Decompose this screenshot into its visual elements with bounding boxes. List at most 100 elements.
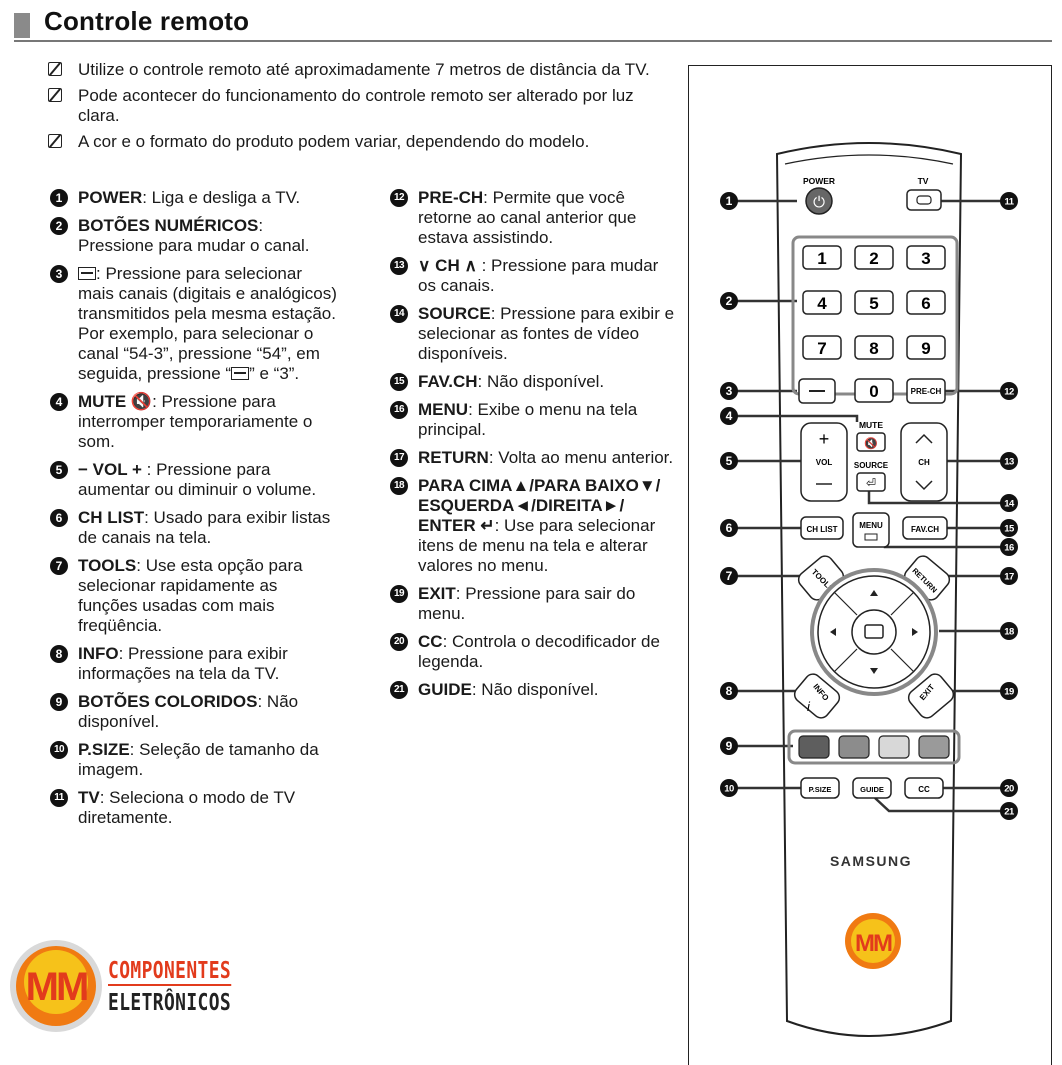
item-text: : Permite que você retorne ao canal ante…: [418, 188, 637, 247]
item-key: SOURCE: [418, 304, 491, 323]
page-title: Controle remoto: [44, 6, 250, 36]
cc-label: CC: [918, 785, 930, 794]
callout-number: 9: [50, 693, 68, 711]
tv-button[interactable]: [906, 189, 942, 211]
prech-button[interactable]: [906, 378, 946, 404]
note-item: Pode acontecer do funcionamento do contr…: [48, 86, 678, 126]
item-key: FAV.CH: [418, 372, 478, 391]
digit-button-0[interactable]: [854, 378, 894, 403]
callout-number: 13: [390, 257, 408, 275]
callout-number: 8: [50, 645, 68, 663]
arrow-right-icon: [912, 628, 918, 636]
item-text-tail: ” e “3”.: [249, 364, 300, 383]
item-text: : Seleção de tamanho da imagem.: [78, 740, 319, 779]
power-icon: ⏻: [813, 194, 825, 211]
guide-label: GUIDE: [860, 785, 884, 794]
brand-logo: SAMSUNG: [830, 853, 912, 869]
menu-icon: [864, 533, 878, 541]
digit-button-4[interactable]: [802, 290, 842, 315]
power-button[interactable]: [805, 187, 833, 215]
digit-label: 5: [869, 294, 878, 313]
item-key: PRE-CH: [418, 188, 484, 207]
list-item: 3 : Pressione para selecionar mais canais…: [48, 264, 338, 384]
menu-button[interactable]: [852, 512, 890, 548]
item-key: CC: [418, 632, 443, 651]
callout-number: 1: [50, 189, 68, 207]
callout-number: 2: [726, 294, 733, 308]
digit-button-8[interactable]: [854, 335, 894, 360]
color-button-3[interactable]: [878, 735, 910, 759]
channel-rocker[interactable]: [900, 422, 948, 502]
digit-button-6[interactable]: [906, 290, 946, 315]
digit-button-9[interactable]: [906, 335, 946, 360]
digit-button-3[interactable]: [906, 245, 946, 270]
mute-label: MUTE: [859, 420, 883, 430]
guide-button[interactable]: [852, 777, 892, 799]
item-key: − VOL +: [78, 460, 142, 479]
enter-icon: [864, 624, 884, 639]
psize-label: P.SIZE: [809, 785, 832, 794]
mute-button[interactable]: [856, 432, 886, 452]
callout-number: 3: [50, 265, 68, 283]
psize-button[interactable]: [800, 777, 840, 799]
enter-button[interactable]: [851, 609, 897, 655]
color-buttons-frame: [787, 729, 961, 765]
source-button[interactable]: [856, 472, 886, 492]
menu-label: MENU: [859, 521, 883, 530]
item-key: MENU: [418, 400, 469, 419]
callout-number: 12: [390, 189, 408, 207]
logo-line2: ELETRÔNICOS: [108, 990, 232, 1016]
item-key: MUTE 🔇: [78, 392, 153, 411]
item-key: CH LIST: [78, 508, 145, 527]
callout-number: 20: [390, 633, 408, 651]
arrow-left-icon: [830, 628, 836, 636]
item-key: RETURN: [418, 448, 489, 467]
exit-button[interactable]: [905, 671, 956, 721]
tv-label: TV: [918, 176, 929, 186]
volume-rocker[interactable]: [800, 422, 848, 502]
item-text: : Pressione para interromper temporariam…: [78, 392, 313, 451]
item-text: : Pressione para exibir e selecionar as …: [418, 304, 675, 363]
prech-label: PRE-CH: [911, 387, 942, 396]
info-button[interactable]: [791, 671, 842, 721]
note-text: A cor e o formato do produto podem varia…: [78, 132, 590, 151]
color-button-2[interactable]: [838, 735, 870, 759]
favch-button[interactable]: [902, 516, 948, 540]
note-text: Utilize o controle remoto até aproximada…: [78, 60, 650, 79]
digit-button-5[interactable]: [854, 290, 894, 315]
header-divider: [14, 40, 1052, 42]
item-text: : Usado para exibir listas de canais na …: [78, 508, 331, 547]
digit-button-7[interactable]: [802, 335, 842, 360]
logo-badge-text: MM: [26, 965, 87, 1009]
color-button-4[interactable]: [918, 735, 950, 759]
chlist-label: CH LIST: [806, 525, 837, 534]
item-text: : Seleciona o modo de TV diretamente.: [78, 788, 296, 827]
chlist-button[interactable]: [800, 516, 844, 540]
ch-down-icon: [915, 480, 933, 491]
color-button-1[interactable]: [798, 735, 830, 759]
item-key: BOTÕES NUMÉRICOS: [78, 216, 259, 235]
cc-button[interactable]: [904, 777, 944, 799]
logo-line1: COMPONENTES: [108, 958, 232, 986]
callout-number: 19: [1004, 687, 1014, 698]
header-marker: [14, 13, 30, 38]
notes-list: Utilize o controle remoto até aproximada…: [48, 60, 678, 158]
item-key: INFO: [78, 644, 119, 663]
item-text: : Pressione para selecionar mais canais …: [78, 264, 337, 383]
callout-number: 12: [1004, 387, 1014, 398]
item-text: : Não disponível.: [78, 692, 299, 731]
digit-button-1[interactable]: [802, 245, 842, 270]
item-key: P.SIZE: [78, 740, 130, 759]
callout-number: 3: [726, 384, 733, 398]
digit-button-2[interactable]: [854, 245, 894, 270]
